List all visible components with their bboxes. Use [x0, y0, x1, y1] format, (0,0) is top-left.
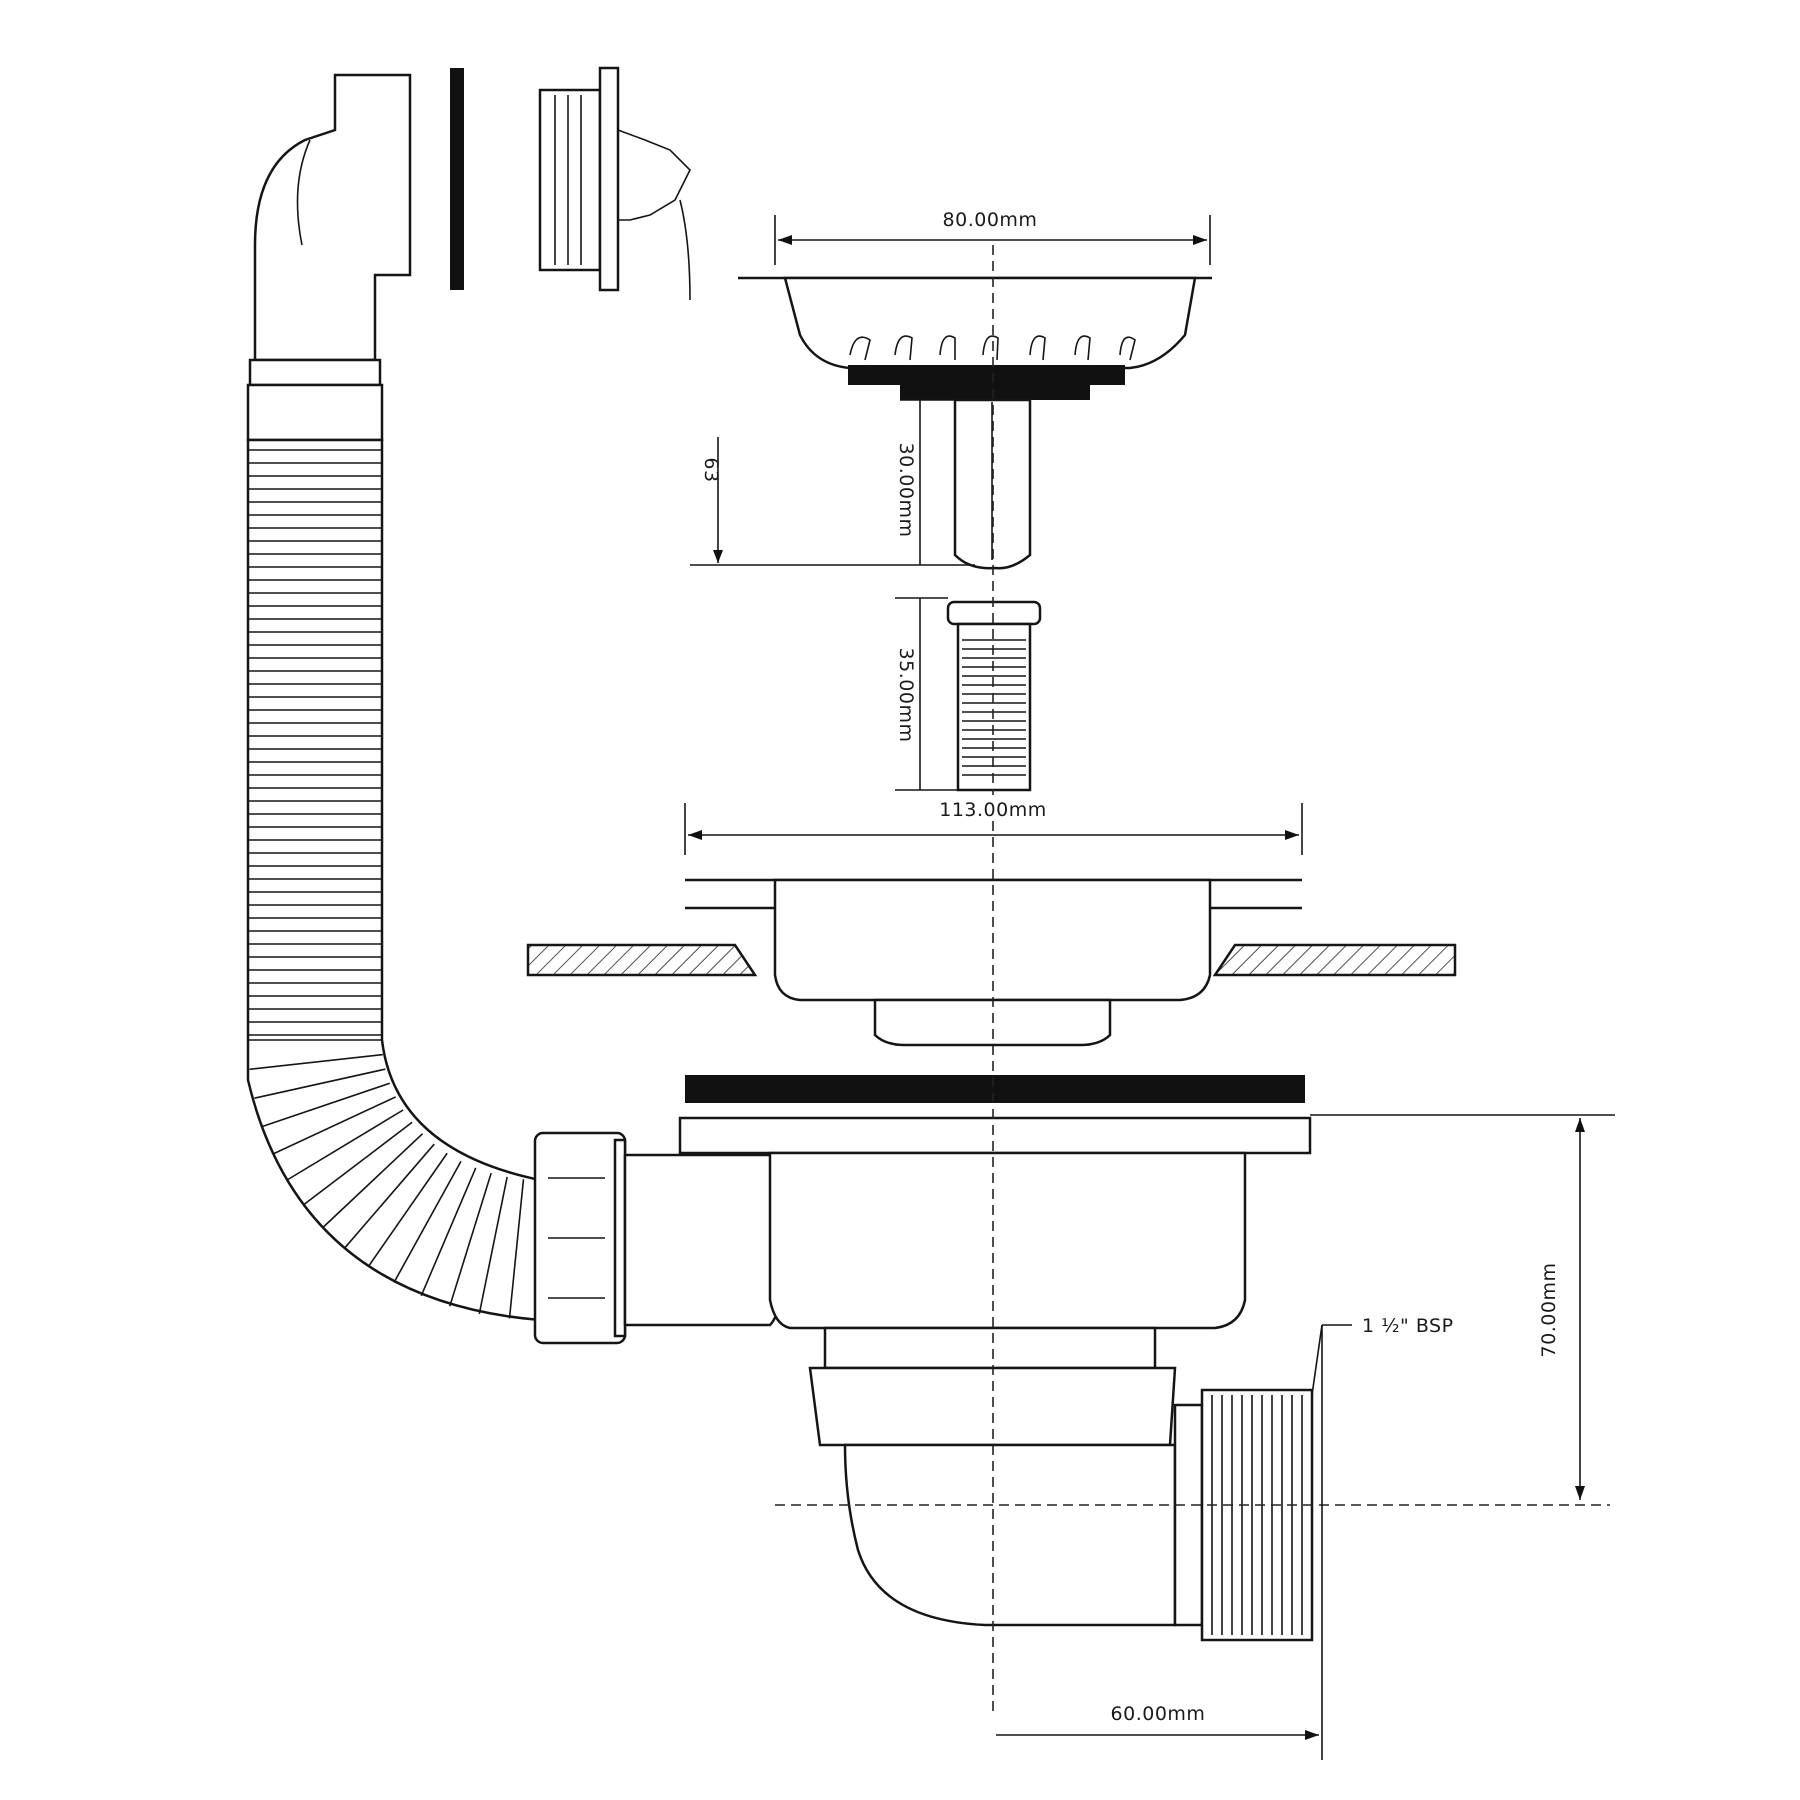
- label-screw-length: 35.00mm: [895, 648, 917, 743]
- label-outlet-offset: 60.00mm: [1111, 1703, 1206, 1725]
- dim-body-height: [1310, 1114, 1615, 1500]
- dim-outlet-offset: [996, 1325, 1323, 1760]
- overflow-cap: [538, 66, 691, 301]
- overflow-gasket: [450, 68, 464, 290]
- strainer-basket: [738, 276, 1212, 570]
- sink-cross-section: [526, 943, 1457, 977]
- label-stem-height-short: 63: [700, 457, 722, 482]
- label-flange-width: 113.00mm: [939, 799, 1047, 821]
- dim-strainer-width: [774, 215, 1211, 265]
- label-body-height: 70.00mm: [1538, 1263, 1560, 1358]
- waste-body: [623, 1116, 1314, 1642]
- dim-stem-height-short: [690, 437, 975, 566]
- dim-stem-height: [900, 399, 955, 565]
- sealing-gasket: [685, 1075, 1305, 1103]
- label-strainer-width: 80.00mm: [943, 209, 1038, 231]
- overflow-nut: [533, 1131, 627, 1345]
- dim-screw-length: [895, 597, 958, 791]
- connecting-screw: [946, 600, 1042, 792]
- dim-flange-width: [684, 803, 1303, 855]
- thread-leader: [1311, 1324, 1352, 1396]
- label-thread-size: 1 ½" BSP: [1362, 1315, 1454, 1337]
- label-stem-height: 30.00mm: [895, 443, 917, 538]
- overflow-elbow: [253, 73, 412, 362]
- flexible-hose: [246, 358, 542, 1322]
